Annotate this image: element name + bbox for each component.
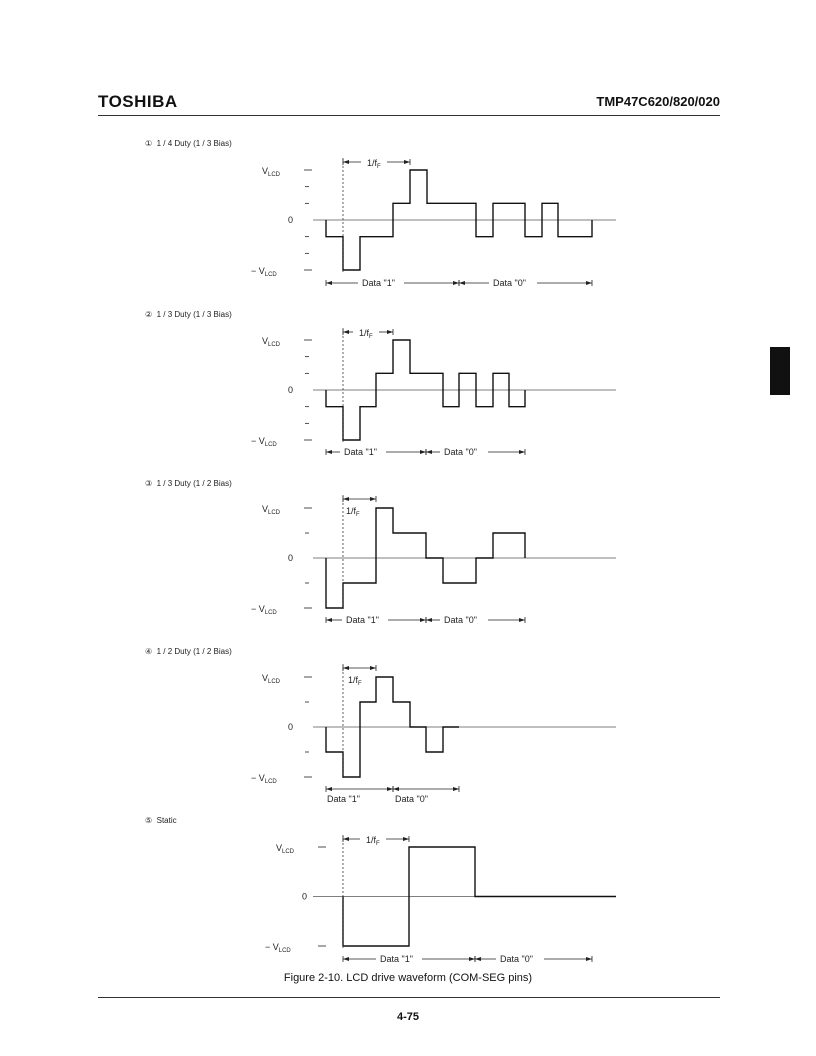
section-title-4: ④ 1 / 2 Duty (1 / 2 Bias) [145,647,232,656]
frame-arrow-right-5-head-right [403,837,409,841]
footer-rule [98,997,720,998]
section-title-3: ③ 1 / 3 Duty (1 / 2 Bias) [145,479,232,488]
data1-arrow-left-5-head-left [343,957,349,961]
side-tab-marker [770,347,790,395]
frame-label-1: 1/fF [367,158,381,170]
data0-arrow-left-5-head-left [475,957,481,961]
data1-arrow-right-1-head-right [453,281,459,285]
data1-arrow-right-5-head-right [469,957,475,961]
data1-label-3: Data "1" [346,615,379,625]
vlcd-neg-label-2: − VLCD [251,436,277,448]
frame-arrow-left-2-head-left [343,330,349,334]
data1-label-4: Data "1" [327,794,360,804]
vlcd-pos-label-2: VLCD [262,336,281,348]
data0-arrow-right-5-head-right [586,957,592,961]
data0-label-2: Data "0" [444,447,477,457]
data1-arrow-right-3-head-right [420,618,426,622]
vlcd-neg-label-1: − VLCD [251,266,277,278]
data0-arrow-4-head-right [453,787,459,791]
vlcd-neg-label-4: − VLCD [251,773,277,785]
section-title-1: ① 1 / 4 Duty (1 / 3 Bias) [145,139,232,148]
vlcd-pos-label-5: VLCD [276,843,295,855]
data0-label-4: Data "0" [395,794,428,804]
data0-arrow-left-1-head-left [459,281,465,285]
frame-arrow-right-2-head-right [387,330,393,334]
section-title-2: ② 1 / 3 Duty (1 / 3 Bias) [145,310,232,319]
frame-label-2: 1/fF [359,328,373,340]
frame-label-3: 1/fF [346,506,360,518]
data0-arrow-left-3-head-left [426,618,432,622]
data1-arrow-4-head-right [387,787,393,791]
vlcd-pos-label-4: VLCD [262,673,281,685]
data1-label-2: Data "1" [344,447,377,457]
zero-label-5: 0 [302,892,307,902]
data1-arrow-left-1-head-left [326,281,332,285]
figure-caption: Figure 2-10. LCD drive waveform (COM-SEG… [283,972,533,984]
frame-arrow-4-head-right [370,666,376,670]
zero-label-1: 0 [288,215,293,225]
waveform-2 [325,339,526,441]
data1-label-1: Data "1" [362,278,395,288]
data0-arrow-4-head-left [393,787,399,791]
frame-arrow-left-1-head-left [343,160,349,164]
data0-label-5: Data "0" [500,954,533,964]
data1-arrow-4-head-left [326,787,332,791]
waveform-1 [325,169,593,271]
data0-label-1: Data "0" [493,278,526,288]
frame-label-4: 1/fF [348,675,362,687]
frame-arrow-3-head-right [370,497,376,501]
frame-arrow-3-head-left [343,497,349,501]
data0-arrow-right-1-head-right [586,281,592,285]
vlcd-pos-label-3: VLCD [262,504,281,516]
frame-arrow-right-1-head-right [404,160,410,164]
frame-arrow-left-5-head-left [343,837,349,841]
vlcd-neg-label-5: − VLCD [265,942,291,954]
zero-label-4: 0 [288,722,293,732]
header-rule [98,115,720,116]
zero-label-2: 0 [288,385,293,395]
data0-label-3: Data "0" [444,615,477,625]
vlcd-pos-label-1: VLCD [262,166,281,178]
data1-arrow-left-3-head-left [326,618,332,622]
brand-logo: TOSHIBA [98,92,178,111]
data0-arrow-left-2-head-left [426,450,432,454]
data0-arrow-right-3-head-right [519,618,525,622]
page-number: 4-75 [396,1011,420,1023]
data1-arrow-left-2-head-left [326,450,332,454]
data1-arrow-right-2-head-right [420,450,426,454]
data0-arrow-right-2-head-right [519,450,525,454]
vlcd-neg-label-3: − VLCD [251,604,277,616]
frame-arrow-4-head-left [343,666,349,670]
part-number: TMP47C620/820/020 [596,94,720,109]
section-title-5: ⑤ Static [145,816,177,825]
waveform-5 [342,846,616,947]
frame-label-5: 1/fF [366,835,380,847]
data1-label-5: Data "1" [380,954,413,964]
zero-label-3: 0 [288,553,293,563]
